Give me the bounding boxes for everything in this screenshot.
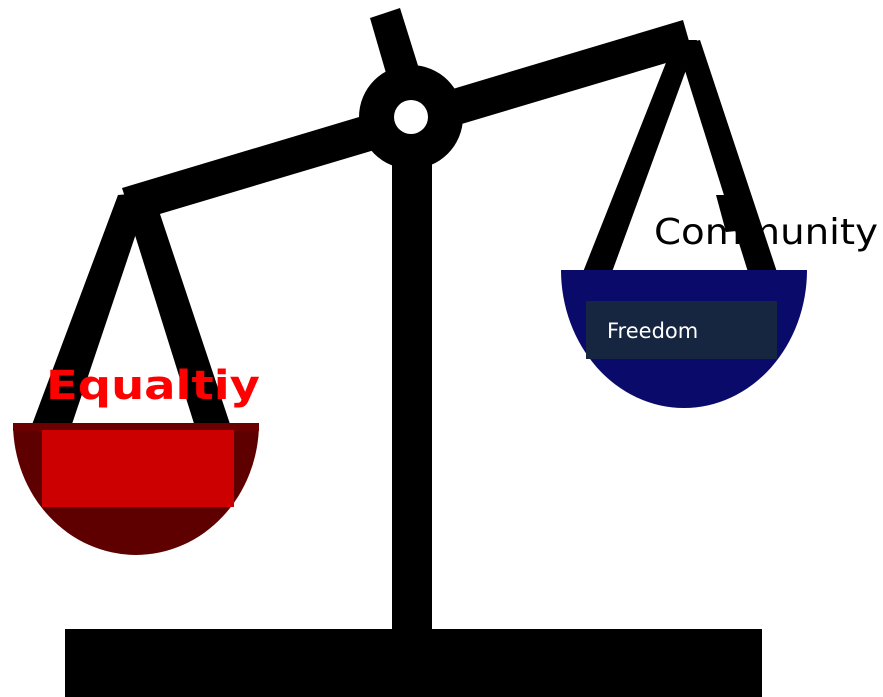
- scale-pillar: [392, 130, 432, 635]
- scale-base: [65, 629, 762, 697]
- right-pan-box: [586, 301, 777, 359]
- left-hanger-strut-inner: [124, 196, 232, 430]
- scale-top-knob: [370, 8, 420, 80]
- right-hanger-strut-inner: [677, 40, 777, 272]
- left-pan-label: Equaltiy: [46, 363, 260, 409]
- right-hanger-strut-overlap: [716, 195, 748, 232]
- right-pan-box-label: Freedom: [607, 319, 698, 343]
- left-pan-box: [42, 430, 234, 507]
- left-hanger-strut-outer: [30, 192, 150, 430]
- right-hanger-strut-outer: [583, 40, 697, 272]
- community-label: Community: [654, 212, 878, 253]
- pivot-hole: [394, 100, 428, 134]
- left-pan-rim: [13, 423, 259, 431]
